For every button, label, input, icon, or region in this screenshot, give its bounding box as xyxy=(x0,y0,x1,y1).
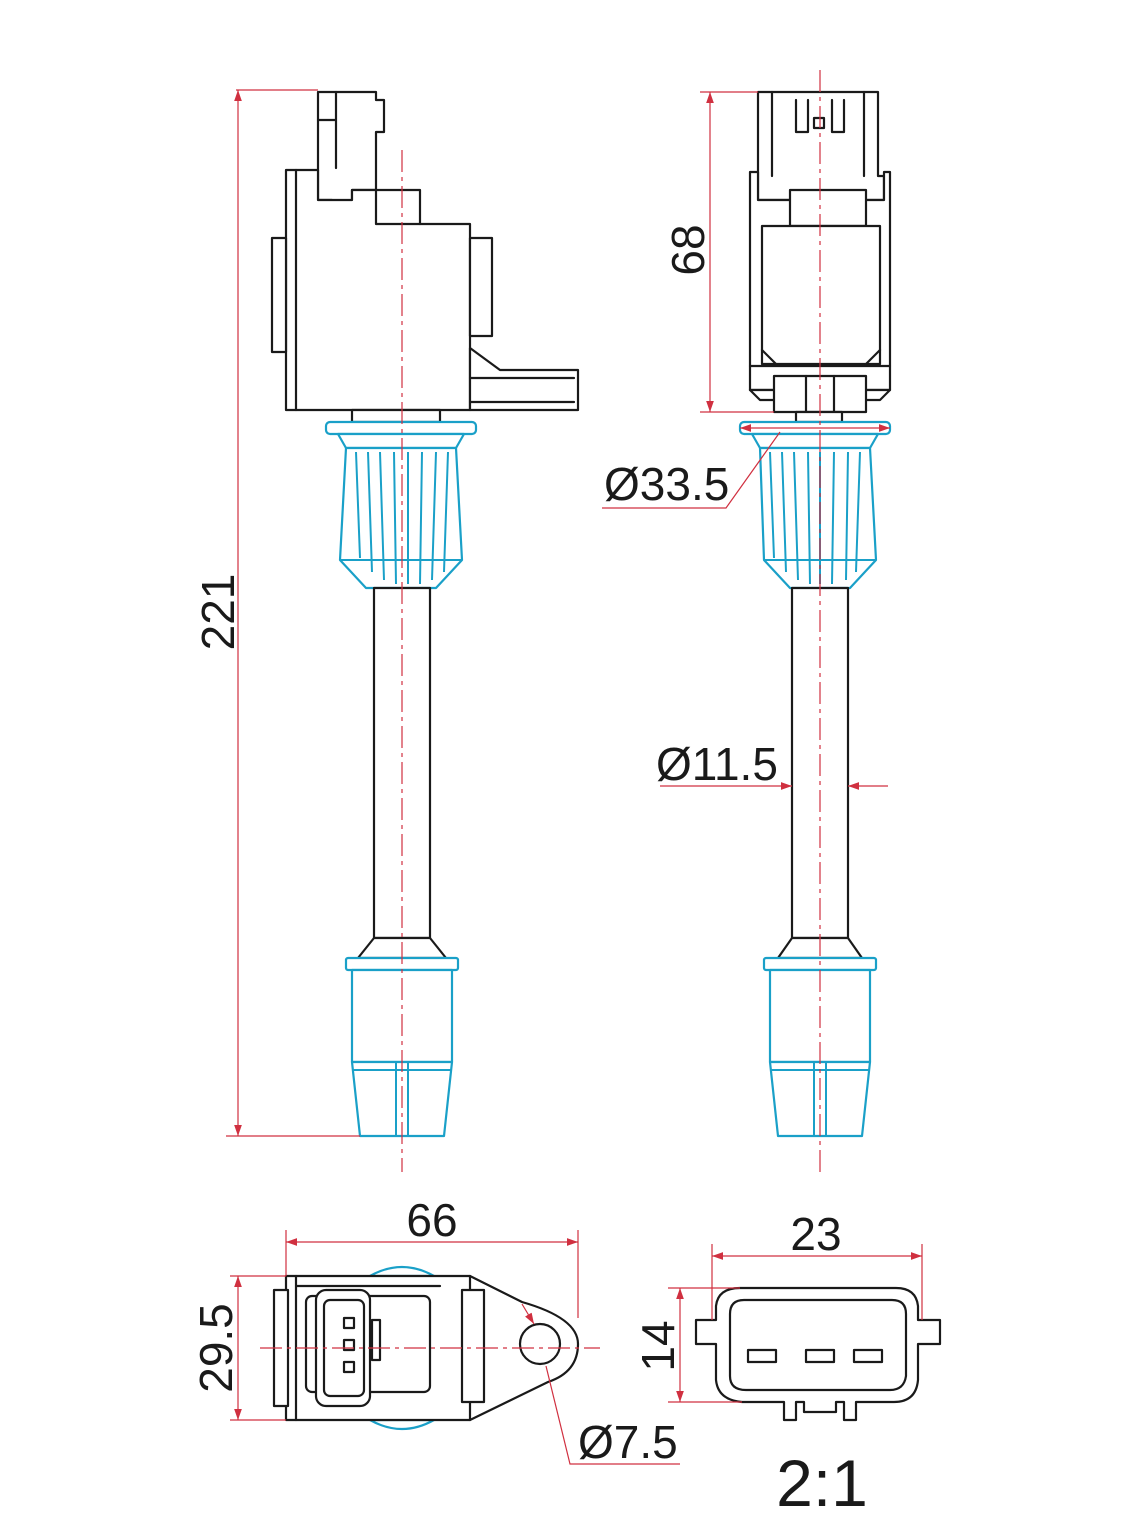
front-view: 68 Ø33.5 Ø11.5 xyxy=(602,70,892,1172)
body-width-label: 66 xyxy=(406,1194,457,1246)
tube-diameter-label: Ø11.5 xyxy=(656,738,778,790)
side-view: 221 xyxy=(192,89,580,1172)
boot-diameter-label: Ø33.5 xyxy=(604,458,729,510)
connector-view: 23 14 2:1 xyxy=(632,1208,942,1520)
connector-height-label: 14 xyxy=(632,1320,684,1371)
body-depth-label: 29.5 xyxy=(190,1303,242,1393)
top-view: 66 29.5 Ø7.5 xyxy=(190,1194,680,1468)
body-height-label: 68 xyxy=(662,224,714,275)
connector-width-label: 23 xyxy=(790,1208,841,1260)
overall-length-label: 221 xyxy=(192,574,244,651)
scale-label: 2:1 xyxy=(776,1446,868,1520)
mount-hole-label: Ø7.5 xyxy=(578,1416,678,1468)
